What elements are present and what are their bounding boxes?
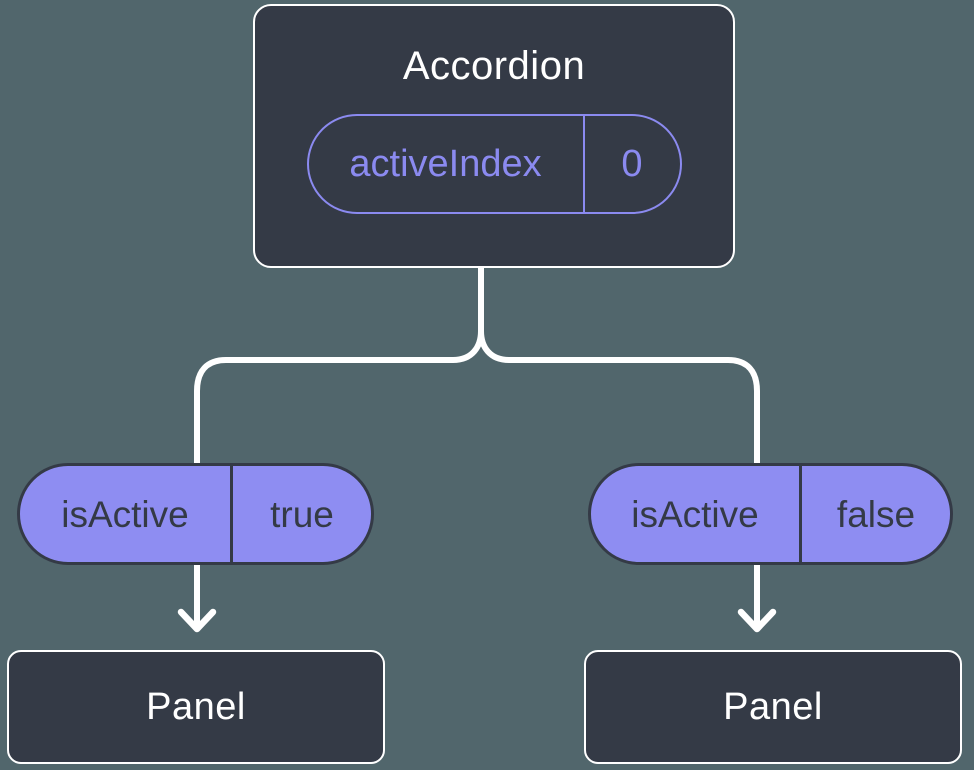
- prop-pill-value: false: [836, 493, 916, 535]
- prop-pill-isactive-false: isActive false: [588, 463, 953, 565]
- prop-pill-isactive-true: isActive true: [17, 463, 374, 565]
- prop-pill-value: true: [270, 493, 334, 535]
- state-pill-value-cell: 0: [582, 116, 680, 212]
- panel-node-title: Panel: [146, 686, 246, 728]
- prop-pill-label: isActive: [61, 493, 189, 535]
- state-pill-activeindex: activeIndex 0: [306, 114, 682, 214]
- panel-node-title: Panel: [723, 686, 823, 728]
- prop-pill-value-cell: false: [799, 466, 950, 562]
- prop-pill-label: isActive: [631, 493, 759, 535]
- prop-pill-label-cell: isActive: [20, 466, 230, 562]
- accordion-node: Accordion activeIndex 0: [253, 4, 735, 268]
- state-pill-value: 0: [621, 143, 643, 185]
- arrowhead-right-icon: [737, 608, 777, 633]
- state-pill-label-cell: activeIndex: [309, 116, 583, 212]
- accordion-node-title: Accordion: [402, 44, 586, 88]
- connector-branch-left: [194, 266, 484, 629]
- panel-node-right: Panel: [584, 650, 962, 764]
- connector-branch-right: [478, 266, 760, 629]
- arrowhead-left-icon: [177, 608, 217, 633]
- prop-pill-label-cell: isActive: [591, 466, 799, 562]
- state-pill-label: activeIndex: [349, 143, 542, 185]
- panel-node-left: Panel: [7, 650, 385, 764]
- prop-pill-value-cell: true: [230, 466, 371, 562]
